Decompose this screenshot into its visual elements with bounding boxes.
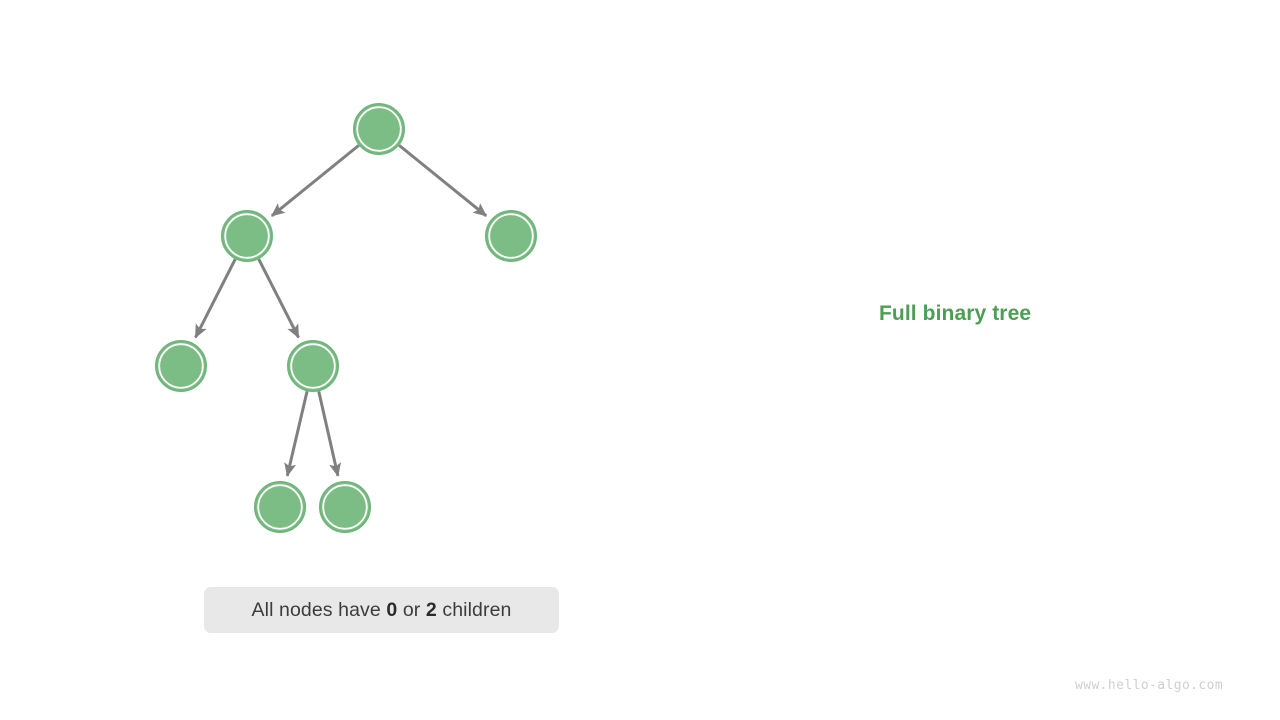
node-inner-ring xyxy=(158,343,204,389)
edge-l-lr xyxy=(257,258,300,339)
node-inner-ring xyxy=(356,106,402,152)
tree-node-n-lrl[interactable] xyxy=(254,481,306,533)
node-layer xyxy=(155,103,537,533)
node-inner-ring xyxy=(257,484,303,530)
tree-node-n-lrr[interactable] xyxy=(319,481,371,533)
tree-node-n-lr[interactable] xyxy=(287,340,339,392)
edge-layer xyxy=(194,144,488,477)
tree-node-n-r[interactable] xyxy=(485,210,537,262)
edge-lr-lrl xyxy=(284,390,309,477)
caption-badge: All nodes have 0 or 2 children xyxy=(204,587,559,633)
edge-l-ll xyxy=(194,258,237,339)
node-inner-ring xyxy=(322,484,368,530)
caption-suffix: children xyxy=(436,598,512,621)
caption-middle: or xyxy=(397,598,426,621)
caption-bold-two: 2 xyxy=(425,598,437,621)
edge-lr-lrr xyxy=(317,391,342,477)
tree-node-root[interactable] xyxy=(353,103,405,155)
caption-prefix: All nodes have xyxy=(251,598,387,621)
watermark: www.hello-algo.com xyxy=(1075,678,1224,693)
caption-bold-zero: 0 xyxy=(386,598,398,621)
node-inner-ring xyxy=(224,213,270,259)
tree-node-n-ll[interactable] xyxy=(155,340,207,392)
edge-root-r xyxy=(398,144,488,218)
tree-node-n-l[interactable] xyxy=(221,210,273,262)
page-title: Full binary tree xyxy=(879,302,1032,325)
caption-text: All nodes have 0 or 2 children xyxy=(252,599,512,622)
edge-root-l xyxy=(270,144,360,218)
node-inner-ring xyxy=(488,213,534,259)
node-inner-ring xyxy=(290,343,336,389)
